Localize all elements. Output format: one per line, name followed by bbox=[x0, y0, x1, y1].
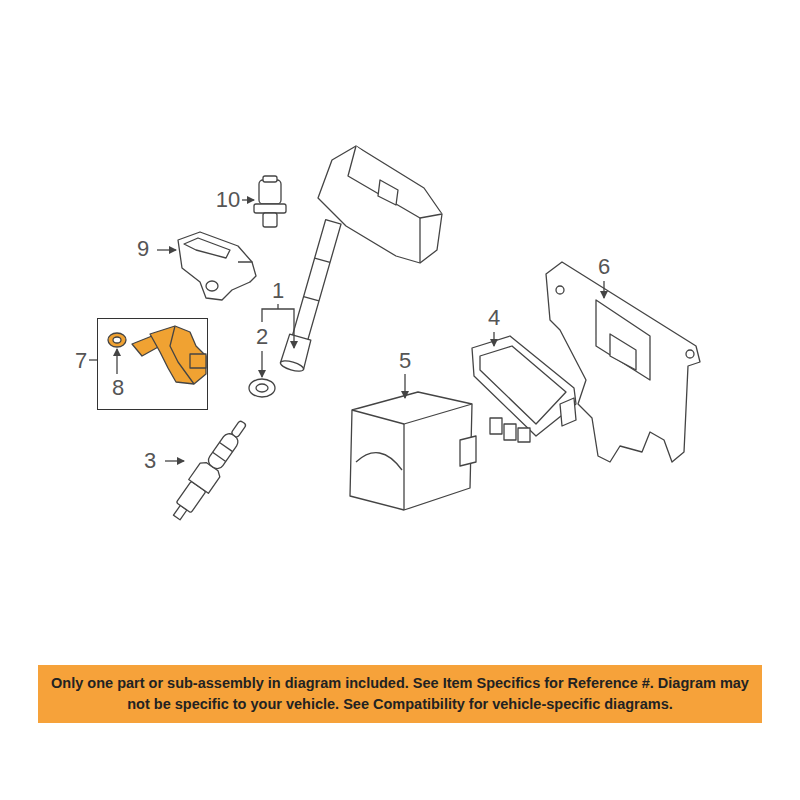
ignition-coil bbox=[279, 146, 442, 373]
sensor-10 bbox=[254, 176, 286, 227]
mounting-bracket bbox=[546, 262, 700, 462]
callout-number: 1 bbox=[272, 280, 284, 302]
spark-plug bbox=[167, 416, 253, 525]
notice-banner: Only one part or sub-assembly in diagram… bbox=[38, 665, 762, 723]
control-module bbox=[350, 392, 476, 510]
sensor-9 bbox=[178, 232, 256, 300]
callout-number: 2 bbox=[256, 326, 268, 348]
callout-number: 3 bbox=[144, 450, 156, 472]
callout-number: 9 bbox=[137, 238, 149, 260]
callout-number: 8 bbox=[112, 377, 124, 399]
part-frame: 78 bbox=[97, 318, 208, 410]
notice-text: Only one part or sub-assembly in diagram… bbox=[48, 673, 752, 715]
callout-number: 5 bbox=[399, 350, 411, 372]
callout-number: 7 bbox=[75, 350, 87, 372]
seal-ring bbox=[249, 379, 275, 397]
engine-control-unit bbox=[472, 336, 576, 442]
highlighted-part bbox=[108, 326, 206, 384]
callout-number: 10 bbox=[216, 189, 240, 211]
leader-lines bbox=[89, 200, 604, 461]
callout-number: 4 bbox=[488, 307, 500, 329]
callout-number: 6 bbox=[598, 256, 610, 278]
